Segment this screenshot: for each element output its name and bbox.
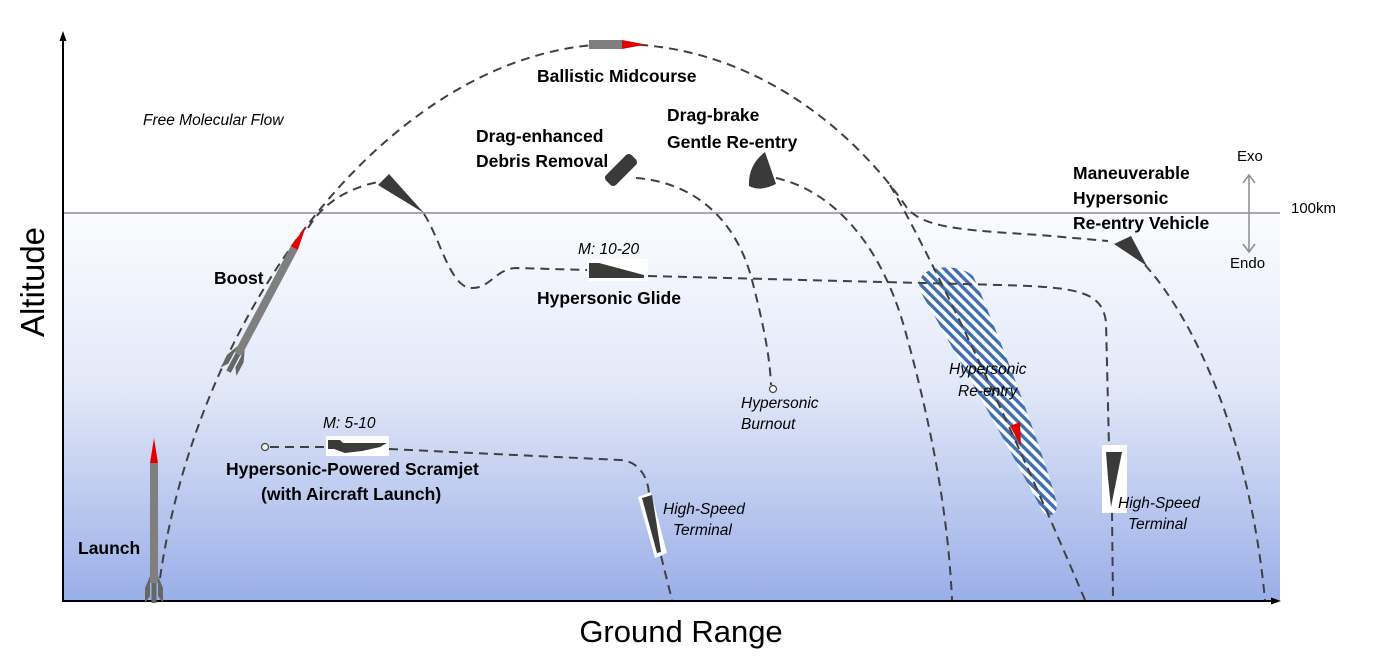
gentle-reentry-label-line2: Gentle Re-entry xyxy=(667,132,798,152)
trajectory-scramjet-cruise xyxy=(388,448,650,495)
debris-removal-vehicle xyxy=(604,153,638,187)
midcourse-vehicle xyxy=(589,40,646,49)
maneuverable-reentry-vehicle xyxy=(1114,236,1147,266)
launch-rocket xyxy=(145,438,163,603)
scramjet-terminal-vehicle xyxy=(638,492,667,558)
glide-vehicle-cruise xyxy=(587,259,648,281)
scramjet-vehicle xyxy=(326,436,389,456)
gentle-reentry-label-line1: Drag-brake xyxy=(667,105,760,125)
endo-atmosphere-region xyxy=(63,213,1280,601)
hypersonic-burnout-marker xyxy=(768,384,778,394)
glide-mach-label: M: 10-20 xyxy=(578,241,640,258)
boost-label: Boost xyxy=(214,268,264,288)
x-axis-title: Ground Range xyxy=(579,614,782,649)
scramjet-terminal-label-line2: Terminal xyxy=(673,522,732,539)
exo-label: Exo xyxy=(1237,148,1263,165)
trajectory-ballistic-maneuverable xyxy=(159,42,1109,579)
trajectory-scramjet-terminal xyxy=(660,555,673,601)
hypersonic-reentry-label-line2: Re-entry xyxy=(958,383,1019,400)
glide-terminal-label-line2: Terminal xyxy=(1128,516,1187,533)
marv-label-line3: Re-entry Vehicle xyxy=(1073,213,1209,233)
reentry-capsule xyxy=(748,152,776,189)
burnout-label-line2: Burnout xyxy=(741,416,796,433)
boost-rocket xyxy=(220,226,306,376)
glide-terminal-vehicle xyxy=(1102,445,1127,513)
trajectory-glide-ascent xyxy=(307,181,379,229)
glide-vehicle-ascent xyxy=(378,174,424,213)
y-axis-title: Altitude xyxy=(14,227,51,337)
trajectory-debris-removal xyxy=(635,177,772,386)
hypersonic-reentry-zone xyxy=(919,267,1057,516)
scramjet-start-marker xyxy=(260,442,270,452)
x-axis-arrowhead xyxy=(1271,597,1281,605)
reentry-warhead xyxy=(1010,422,1021,446)
scramjet-mach-label: M: 5-10 xyxy=(323,415,376,432)
trajectory-maneuverable-descent xyxy=(1144,264,1266,601)
launch-label: Launch xyxy=(78,538,140,558)
hypersonic-glide-label: Hypersonic Glide xyxy=(537,288,681,308)
debris-removal-label-line2: Debris Removal xyxy=(476,151,608,171)
debris-removal-label-line1: Drag-enhanced xyxy=(476,126,603,146)
boundary-altitude-label: 100km xyxy=(1291,200,1336,217)
trajectory-hypersonic-reentry xyxy=(889,184,1086,601)
marv-label-line2: Hypersonic xyxy=(1073,188,1169,208)
free-molecular-flow-label: Free Molecular Flow xyxy=(143,112,285,129)
scramjet-terminal-label-line1: High-Speed xyxy=(663,501,746,518)
y-axis-arrowhead xyxy=(59,31,67,41)
glide-terminal-label-line1: High-Speed xyxy=(1118,495,1201,512)
burnout-label-line1: Hypersonic xyxy=(741,395,819,412)
endo-label: Endo xyxy=(1230,255,1265,272)
exo-endo-arrow xyxy=(1242,173,1256,254)
scramjet-label-line2: (with Aircraft Launch) xyxy=(261,484,441,504)
scramjet-label-line1: Hypersonic-Powered Scramjet xyxy=(226,459,479,479)
hypersonic-reentry-label-line1: Hypersonic xyxy=(949,361,1027,378)
trajectory-glide-pullup xyxy=(423,213,588,290)
ballistic-midcourse-label: Ballistic Midcourse xyxy=(537,66,697,86)
trajectory-hypersonic-glide xyxy=(647,275,1110,448)
marv-label-line1: Maneuverable xyxy=(1073,163,1190,183)
